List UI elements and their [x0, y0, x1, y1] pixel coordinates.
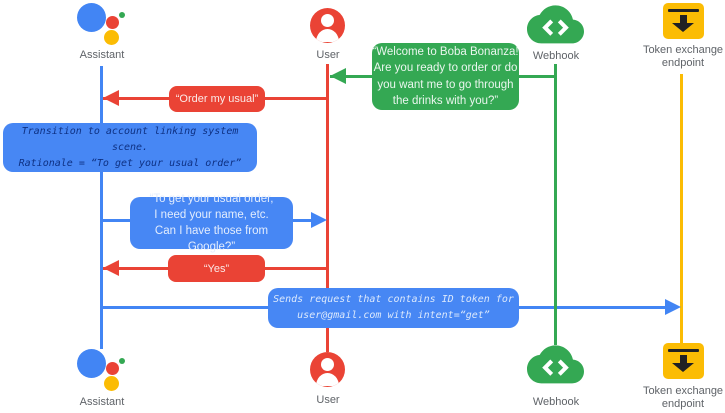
token-top-bar: [668, 349, 699, 352]
welcome-message-bubble: “Welcome to Boba Bonanza! Are you ready …: [372, 43, 519, 110]
assistant-red-dot: [106, 16, 119, 29]
order-message-bubble: “Order my usual”: [169, 86, 265, 112]
user-icon: [310, 8, 345, 43]
user-head-shape: [321, 14, 334, 27]
assistant-yellow-dot: [104, 376, 119, 391]
transition-note-bubble: Transition to account linking system sce…: [3, 123, 257, 172]
ask-arrowhead-icon: [311, 212, 327, 228]
token-endpoint-icon-bottom: [663, 343, 704, 379]
assistant-label-bottom: Assistant: [79, 396, 125, 408]
yes-arrowhead-icon: [103, 260, 119, 276]
assistant-icon-bottom: [77, 349, 125, 394]
user-label-top: User: [316, 49, 340, 61]
token-arrow-stem: [680, 355, 687, 363]
webhook-icon-bottom: [527, 345, 584, 391]
assistant-blue-dot: [77, 349, 106, 378]
welcome-arrowhead-icon: [330, 68, 346, 84]
assistant-lifeline: [100, 66, 103, 349]
token-arrow-head: [672, 23, 694, 32]
token-top-bar: [668, 9, 699, 12]
user-label-bottom: User: [316, 394, 340, 406]
token-endpoint-lifeline: [680, 74, 683, 343]
yes-message-bubble: “Yes”: [168, 255, 265, 282]
assistant-label-top: Assistant: [79, 49, 125, 61]
token-request-bubble: Sends request that contains ID token for…: [268, 288, 519, 328]
assistant-icon: [77, 3, 125, 48]
token-arrow-head: [672, 363, 694, 372]
ask-message-bubble: “To get your usual order, I need your na…: [130, 193, 293, 253]
user-icon-bottom: [310, 352, 345, 387]
token-request-arrowhead-icon: [665, 299, 681, 315]
assistant-green-dot: [119, 12, 125, 18]
token-endpoint-label-top: Token exchange endpoint: [642, 44, 724, 69]
user-lifeline: [326, 64, 329, 352]
user-body-shape: [316, 29, 339, 42]
order-arrowhead-icon: [103, 90, 119, 106]
token-arrow-stem: [680, 15, 687, 23]
webhook-lifeline: [554, 64, 557, 345]
token-endpoint-label-bottom: Token exchange endpoint: [642, 385, 724, 410]
assistant-red-dot: [106, 362, 119, 375]
assistant-yellow-dot: [104, 30, 119, 45]
webhook-icon: [527, 5, 584, 51]
user-body-shape: [316, 373, 339, 386]
token-endpoint-icon: [663, 3, 704, 39]
assistant-green-dot: [119, 358, 125, 364]
webhook-label-top: Webhook: [532, 50, 580, 62]
user-head-shape: [321, 358, 334, 371]
assistant-blue-dot: [77, 3, 106, 32]
webhook-label-bottom: Webhook: [532, 396, 580, 408]
